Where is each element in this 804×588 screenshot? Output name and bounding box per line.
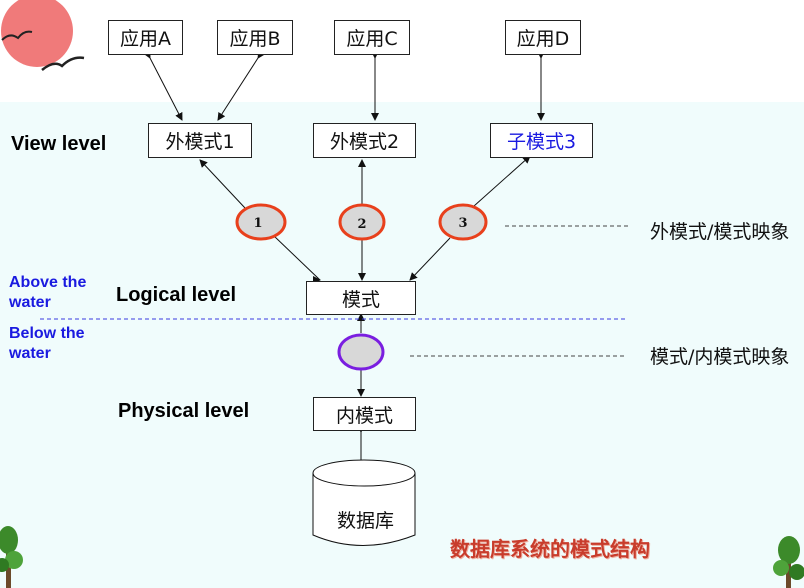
physical-level-label: Physical level [118, 400, 250, 422]
mapping-label-1: 1 [253, 216, 262, 231]
diagram-caption: 数据库系统的模式结构 [450, 537, 650, 561]
external-schema-2: 外模式2 [313, 123, 416, 158]
database-cylinder [312, 459, 416, 546]
app-box-a: 应用A [108, 20, 183, 55]
sun-icon [1, 0, 73, 67]
database-label: 数据库 [337, 510, 395, 532]
mapping-label-2: 2 [357, 217, 366, 232]
view-level-label: View level [11, 133, 107, 155]
mapping-circle-2: 2 [338, 203, 386, 241]
app-box-b: 应用B [217, 20, 293, 55]
above-water-label: Above the water [9, 274, 87, 311]
mapping-circle-3: 3 [438, 203, 488, 241]
tree-icon [773, 536, 804, 588]
below-water-label: Below the water [9, 325, 85, 362]
internal-schema-box: 内模式 [313, 397, 416, 431]
bird-icon [41, 56, 85, 71]
logical-level-label: Logical level [116, 284, 237, 306]
tree-icon [0, 526, 23, 588]
app-box-d: 应用D [505, 20, 581, 55]
mapping-circle-1: 1 [235, 203, 287, 241]
mapping-label-3: 3 [458, 216, 467, 231]
schema-box: 模式 [306, 281, 416, 315]
bird-icon [1, 30, 33, 41]
app-box-c: 应用C [334, 20, 410, 55]
inner-mapping-circle [337, 333, 385, 371]
internal-mapping-label: 模式/内模式映象 [650, 346, 790, 368]
sub-schema-3: 子模式3 [490, 123, 593, 158]
external-mapping-label: 外模式/模式映象 [650, 221, 790, 243]
external-schema-1: 外模式1 [148, 123, 252, 158]
